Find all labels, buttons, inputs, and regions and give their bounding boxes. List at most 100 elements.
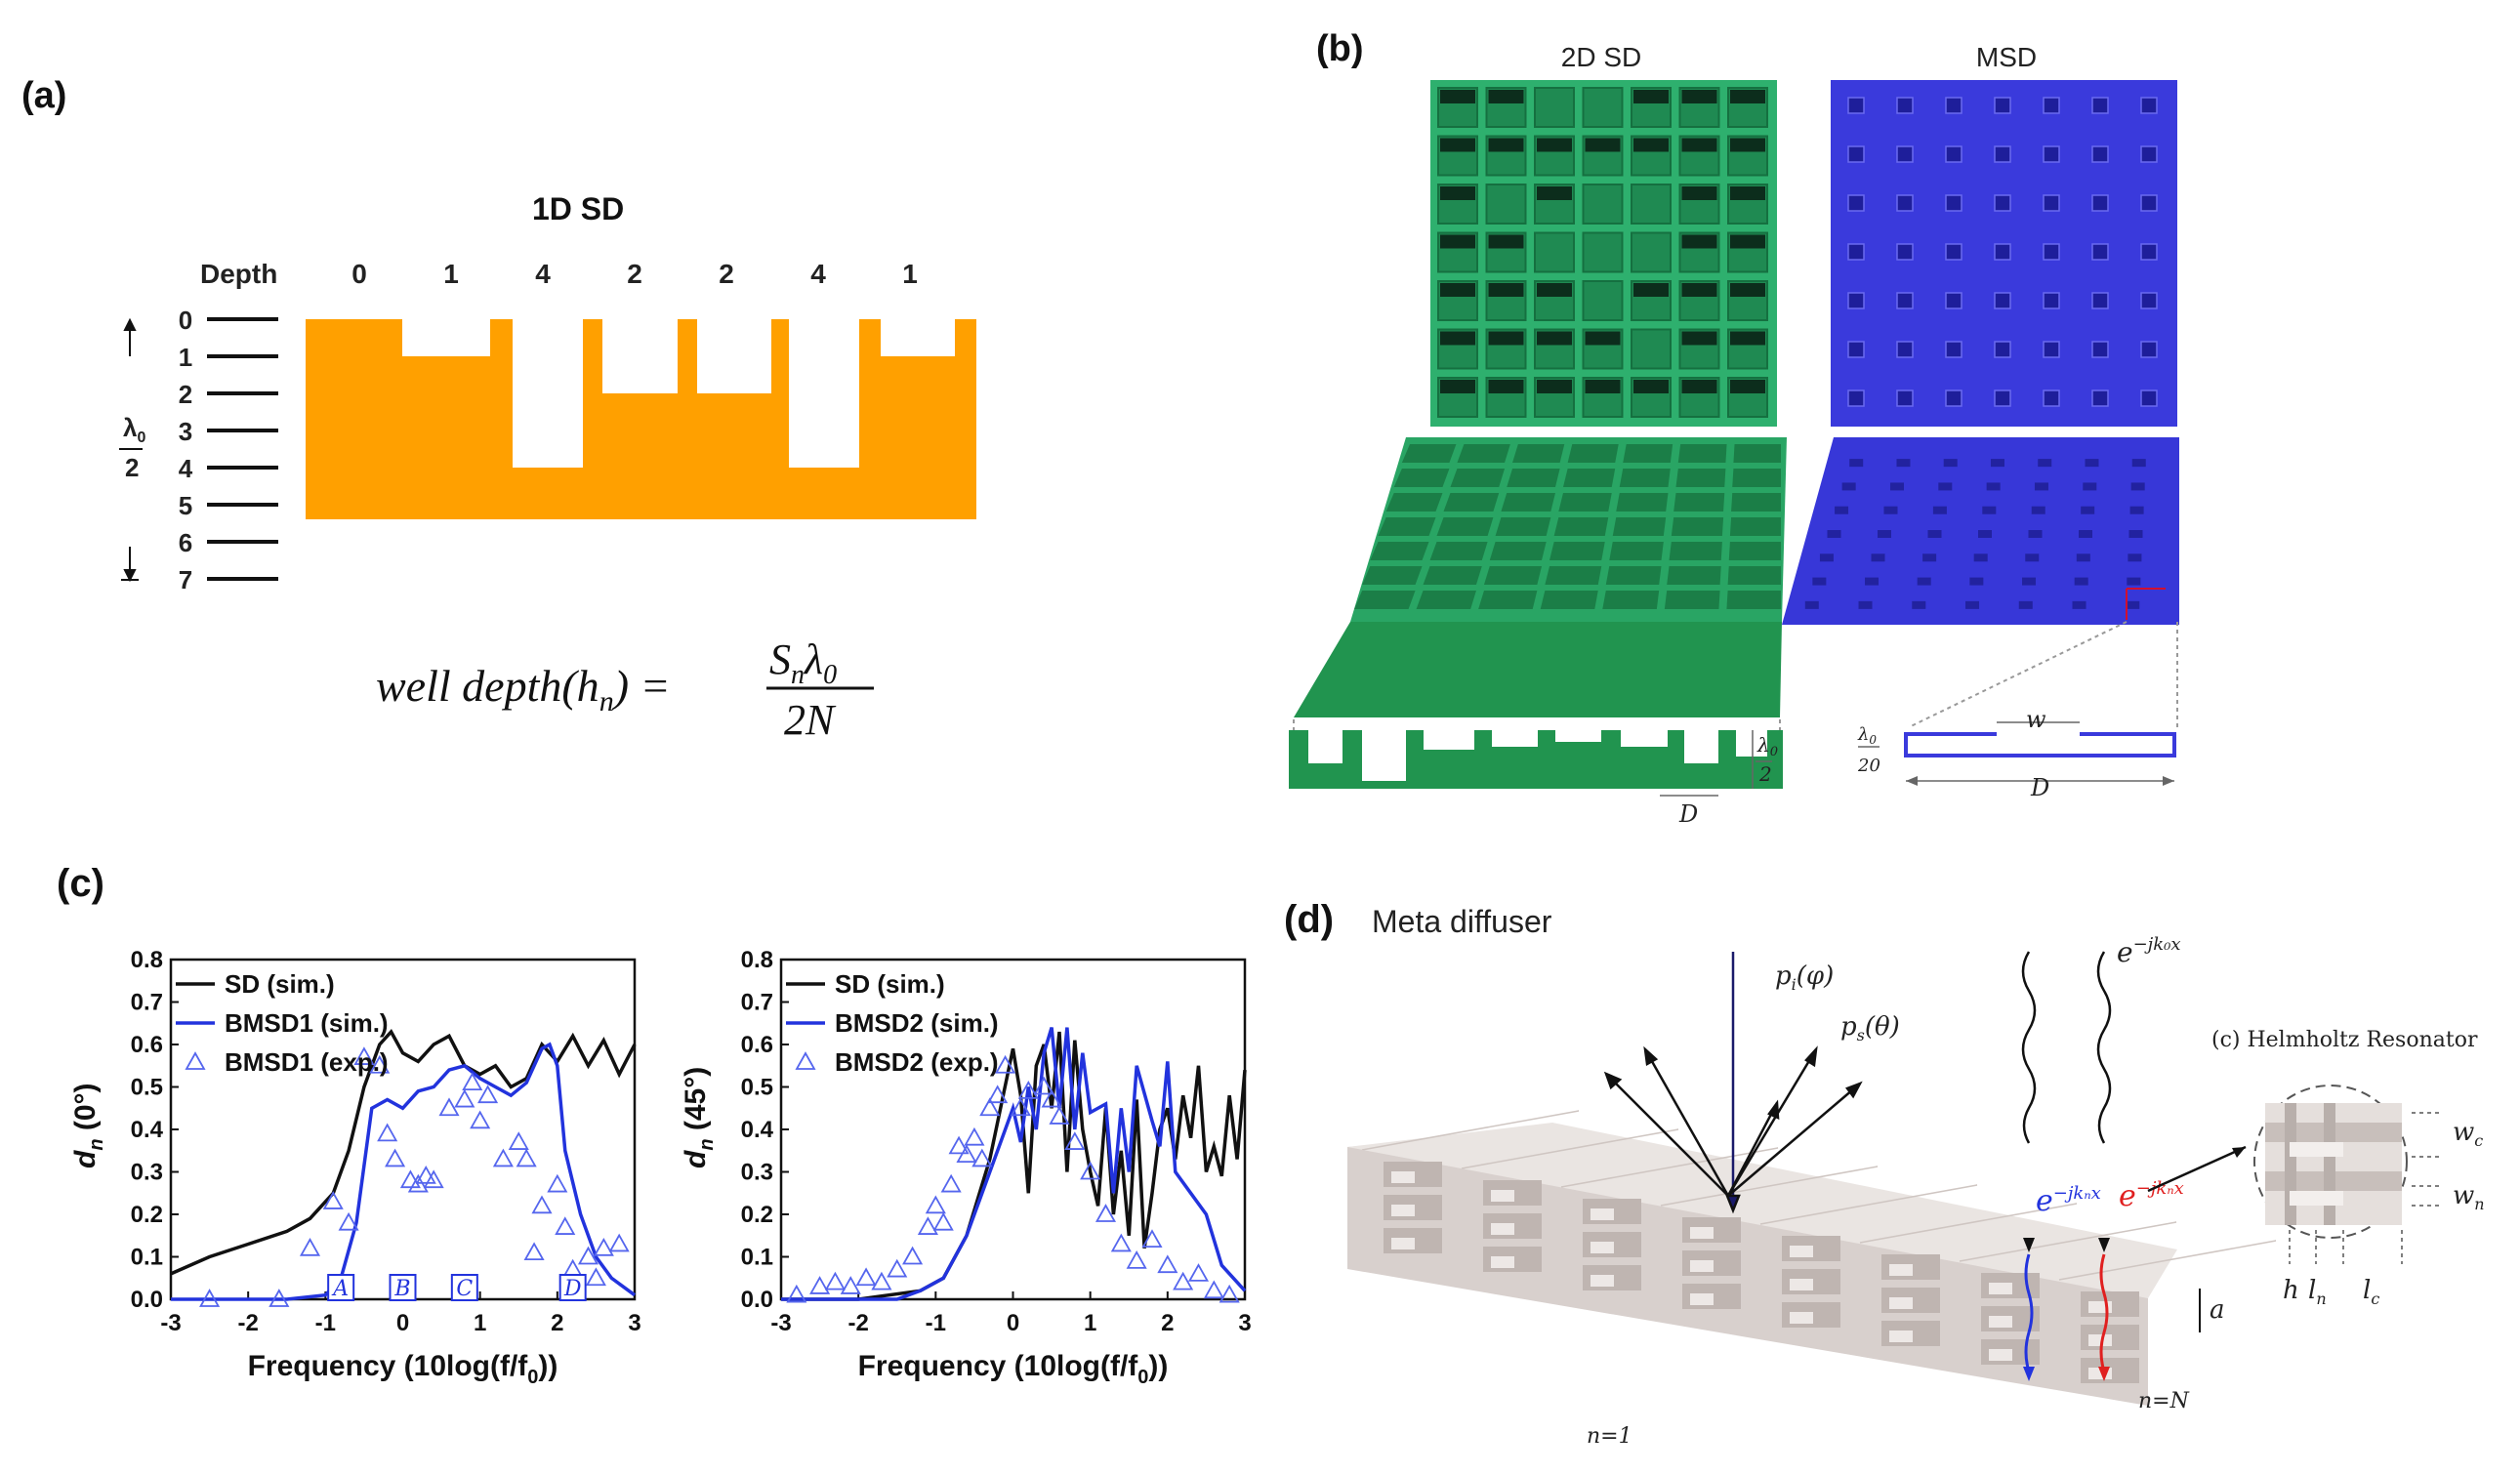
sd2d-persp-well [1416,591,1476,609]
legend-swatch [185,1051,206,1070]
series-point [1095,1204,1117,1222]
msd-hole [1896,243,1914,261]
sd2d-well-shadow [1730,380,1765,393]
series-point [887,1258,908,1278]
msd-persp-hole [1982,506,1997,514]
scale-tick-label: 6 [179,528,192,557]
y-tick-label: 0.3 [131,1160,163,1186]
sd2d-persp-well [1423,566,1482,585]
scale-arrow [121,317,139,583]
y-tick-label: 0.8 [741,947,773,973]
sd2d-wells [1437,87,1768,418]
sd2d-well-shadow [1537,283,1572,297]
y-axis-label: dn (45°) [680,1067,718,1168]
sd2d-well-shadow [1681,90,1717,103]
sd2d-well-shadow [1730,234,1765,249]
msd-hole [2140,194,2158,212]
series-point [1203,1280,1224,1299]
series-point [492,1148,514,1167]
msd-persp-hole [1932,506,1947,514]
msd-hole [1945,292,1962,309]
y-axis-label: dn (0°) [69,1083,107,1168]
sd2d-well-shadow [1633,138,1669,152]
sd2d-persp-well [1677,444,1727,463]
resonator-neck [1889,1264,1913,1276]
sd2d-persp-well [1478,591,1538,609]
series-point [1017,1081,1039,1099]
panel-a-label: (a) [21,75,66,116]
sd2d-well-shadow [1681,138,1717,152]
series-point [979,1097,1001,1117]
sd2d-persp-well [1731,493,1781,512]
series-point [1187,1263,1210,1282]
x-tick-label: -2 [237,1310,258,1336]
series-point [577,1246,599,1265]
sd2d-well-shadow [1488,331,1524,346]
resonator-neck [1690,1227,1714,1239]
series-line [171,1042,637,1301]
msd-persp-hole [2079,530,2092,538]
svg-text:λ0: λ0 [1857,724,1877,747]
msd-hole [2140,292,2158,309]
legend-label: BMSD1 (sim.) [225,1008,389,1038]
sd2d-well [1582,184,1624,225]
msd-persp-hole [1819,553,1834,562]
sd2d-persp-well [1602,591,1660,609]
msd-hole [2140,389,2158,407]
sd2d-persp-well [1623,444,1673,463]
series-point [299,1237,321,1256]
legend-swatch [795,1051,816,1070]
wave-blue-path [2024,1253,2034,1372]
ln-label: ln [2308,1276,2327,1308]
msd-persp-hole [2131,459,2146,468]
frequency-marker [558,1274,587,1301]
resonator-neck [1391,1171,1415,1183]
msd-persp-hole [2129,506,2144,514]
series-point [531,1195,553,1214]
y-tick-label: 0.8 [131,947,163,973]
scattering-arrows [1603,952,1863,1214]
msd-hole [1994,97,2011,114]
x-tick-label: 3 [628,1310,640,1336]
panel-b-title-msd: MSD [1976,42,2037,72]
svg-text:Snλ0: Snλ0 [769,635,837,690]
msd-hole [2043,389,2060,407]
sd2d-persp-well [1495,517,1551,536]
y-tick-label: 0.5 [131,1075,163,1101]
sd2d-persp-well [1362,566,1423,585]
sd2d-persp-well [1545,566,1602,585]
msd-hole [2043,145,2060,163]
msd-persp-hole [1889,482,1904,491]
series-point [1041,1088,1062,1108]
scale-tick-label: 4 [179,454,193,483]
msd-hole [1945,194,1962,212]
x-axis-label: Frequency (10log(f/f0)) [248,1350,558,1388]
sd2d-well-shadow [1681,331,1717,346]
sd2d-perspective-grid [1354,444,1781,609]
msd-persp-hole [2038,459,2052,468]
resonator-neck [1790,1312,1813,1324]
metadiffuser-cells [1384,1162,2139,1383]
sd2d-well-shadow [1440,234,1475,249]
scale-tick-label: 5 [179,491,192,520]
frequency-marker-label: C [456,1277,473,1301]
sd2d-persp-well [1540,591,1598,609]
msd-hole [1994,194,2011,212]
x-tick-label: -1 [926,1310,946,1336]
y-tick-label: 0.4 [741,1117,774,1143]
msd-persp-hole [1969,577,1984,586]
sd2d-persp-well [1450,469,1506,487]
lambda-denominator: 2 [125,453,139,482]
series-point [415,1166,436,1184]
msd-persp-hole [1841,482,1856,491]
inset-title: (c) Helmholtz Resonator [2211,1028,2478,1052]
sd2d-well-shadow [1488,138,1524,152]
x-tick-label: 2 [551,1310,563,1336]
sd2d-persp-well [1567,444,1619,463]
sd2d-well-shadow [1488,283,1524,297]
sd2d-well-shadow [1730,283,1765,297]
series-point [322,1191,344,1209]
sd2d-well [1631,231,1672,273]
y-tick-label: 0.7 [741,990,773,1016]
msd-persp-hole [1990,459,2004,468]
